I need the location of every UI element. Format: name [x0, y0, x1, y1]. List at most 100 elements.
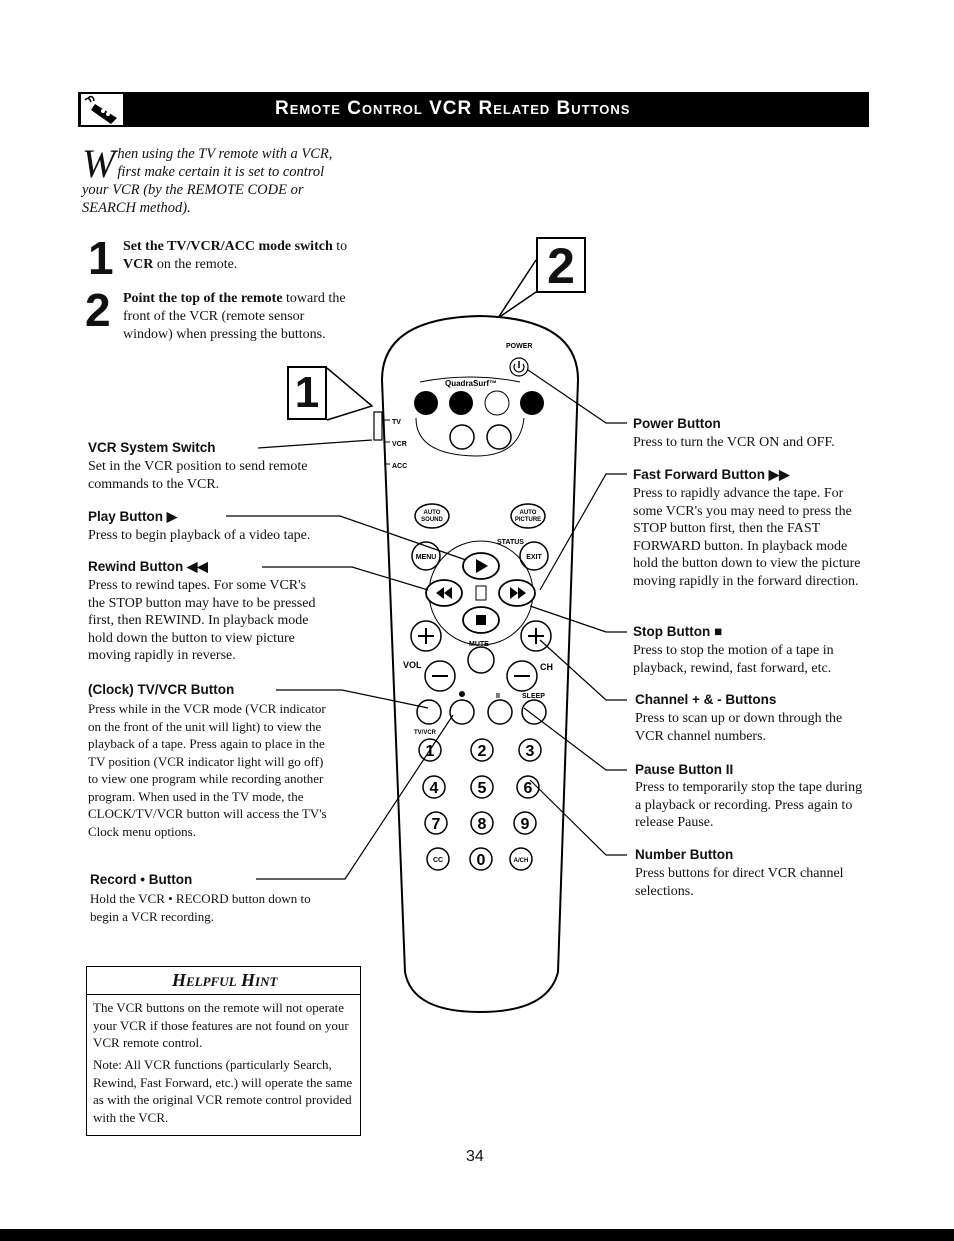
- digit-1: 1: [426, 743, 435, 760]
- power-label: POWER: [506, 343, 532, 350]
- number-button-body: Press buttons for direct VCR channel sel…: [635, 866, 844, 899]
- sleep-label: SLEEP: [522, 693, 545, 700]
- quadrasurf-button-1: [414, 391, 438, 415]
- auto-sound-label-2: SOUND: [421, 517, 443, 523]
- callout-2-pointer: [497, 259, 537, 319]
- digit-9: 9: [521, 816, 530, 833]
- menu-label: MENU: [416, 554, 437, 561]
- sleep-button: [521, 699, 547, 725]
- exit-button: [519, 541, 549, 571]
- ach-label: A/CH: [514, 858, 529, 864]
- rewind-icon: [436, 587, 452, 599]
- mode-switch: [373, 411, 383, 441]
- header-banner: [78, 92, 869, 127]
- record-button: [449, 699, 475, 725]
- auto-picture-label-2: PICTURE: [515, 517, 541, 523]
- channel-buttons-title: Channel + & - Buttons: [635, 692, 777, 707]
- cc-label: CC: [433, 857, 443, 864]
- quadrasurf-button-4: [520, 391, 544, 415]
- digit-2: 2: [478, 743, 487, 760]
- helpful-hint-p2: Note: All VCR functions (particularly Se…: [93, 1057, 353, 1125]
- auto-sound-button: [414, 503, 450, 529]
- record-button-body: Hold the VCR • RECORD button down to beg…: [90, 891, 311, 924]
- exit-label: EXIT: [526, 554, 542, 561]
- step-2-bold: Point the top of the remote: [123, 291, 283, 306]
- power-button-body: Press to turn the VCR ON and OFF.: [633, 435, 835, 450]
- digit-8: 8: [478, 816, 487, 833]
- digit-6: 6: [524, 780, 533, 797]
- drop-cap: W: [82, 141, 116, 186]
- digit-8-button: [470, 811, 494, 835]
- digit-9-button: [513, 811, 537, 835]
- ch-label: CH: [540, 662, 553, 672]
- stop-icon: [476, 615, 486, 625]
- step-1-mid: to: [332, 239, 348, 254]
- digit-0: 0: [477, 852, 486, 869]
- center-lock-icon: [475, 585, 487, 601]
- stop-button-title: Stop Button ■: [633, 624, 723, 639]
- helpful-hint-header: [87, 967, 360, 995]
- digit-4-button: [422, 775, 446, 799]
- step-1-bold: Set the TV/VCR/ACC mode switch: [123, 239, 333, 254]
- digit-5-button: [470, 775, 494, 799]
- callout-1-pointer: [326, 367, 374, 421]
- vol-label: VOL: [403, 660, 422, 670]
- step-2-number: 2: [85, 284, 111, 336]
- record-dot-icon: [459, 691, 465, 697]
- mute-label: MUTE: [469, 641, 489, 648]
- helpful-hint-title: Helpful Hint: [172, 970, 278, 990]
- digit-2-button: [470, 738, 494, 762]
- tvvcr-button-title: (Clock) TV/VCR Button: [88, 682, 235, 697]
- intro-text: hen using the TV remote with a VCR, firs…: [82, 146, 333, 216]
- rewind-button-body: Press to rewind tapes. For some VCR's th…: [88, 578, 316, 663]
- step-2-text: Point the top of the remote toward the f…: [123, 290, 353, 344]
- tvvcr-label: TV/VCR: [414, 730, 437, 736]
- bottom-bar: [0, 1229, 954, 1241]
- play-button-title: Play Button ▶: [88, 509, 178, 524]
- fast-forward-icon: [510, 587, 526, 599]
- digit-6-button: [516, 775, 540, 799]
- page-title: Remote Control VCR Related Buttons: [275, 98, 631, 119]
- status-label: STATUS: [497, 539, 524, 546]
- auto-picture-label-1: AUTO: [520, 510, 537, 516]
- play-icon: [476, 559, 488, 573]
- mute-button: [467, 646, 495, 674]
- step-2-rest: toward the front of the VCR (remote sens…: [123, 291, 346, 342]
- fast-forward-button-title: Fast Forward Button ▶▶: [633, 467, 790, 482]
- quadrasurf-button-2: [449, 391, 473, 415]
- sound-smiley-button: [486, 424, 512, 450]
- cc-button: [426, 847, 450, 871]
- page-number: 34: [466, 1148, 484, 1165]
- digit-3: 3: [526, 743, 535, 760]
- auto-sound-label-1: AUTO: [424, 510, 441, 516]
- power-button-title: Power Button: [633, 416, 721, 431]
- step-1-text: Set the TV/VCR/ACC mode switch to VCR on…: [123, 238, 353, 274]
- helpful-hint-p1: The VCR buttons on the remote will not o…: [93, 1000, 349, 1050]
- fast-forward-button-body: Press to rapidly advance the tape. For s…: [633, 486, 861, 589]
- rewind-button-title: Rewind Button ◀◀: [88, 559, 208, 574]
- quadrasurf-button-3: [484, 390, 510, 416]
- acc-label: ACC: [392, 463, 407, 470]
- remote-hand-icon: [80, 93, 124, 126]
- pause-button-title: Pause Button II: [635, 762, 734, 777]
- callout-box-1: 1: [287, 366, 327, 420]
- vcr-system-switch-title: VCR System Switch: [88, 440, 216, 455]
- quadrasurf-label: QuadraSurf™: [445, 379, 497, 388]
- vcr-system-switch-body: Set in the VCR position to send remote c…: [88, 459, 308, 492]
- step-1-bold2: VCR: [123, 257, 154, 272]
- helpful-hint-box: [86, 966, 361, 1136]
- right-leader-lines: [523, 369, 627, 856]
- stop-button-body: Press to stop the motion of a tape in pl…: [633, 643, 834, 676]
- ach-button: [509, 847, 533, 871]
- digit-3-button: [518, 738, 542, 762]
- left-leader-lines: [226, 439, 467, 880]
- tvvcr-button-body: Press while in the VCR mode (VCR indicat…: [88, 701, 327, 839]
- pause-button-body: Press to temporarily stop the tape durin…: [635, 780, 863, 830]
- tv-label: TV: [392, 419, 401, 426]
- auto-picture-button: [510, 503, 546, 529]
- pause-label: II: [496, 693, 500, 700]
- digit-7: 7: [432, 816, 441, 833]
- channel-buttons-body: Press to scan up or down through the VCR…: [635, 711, 843, 744]
